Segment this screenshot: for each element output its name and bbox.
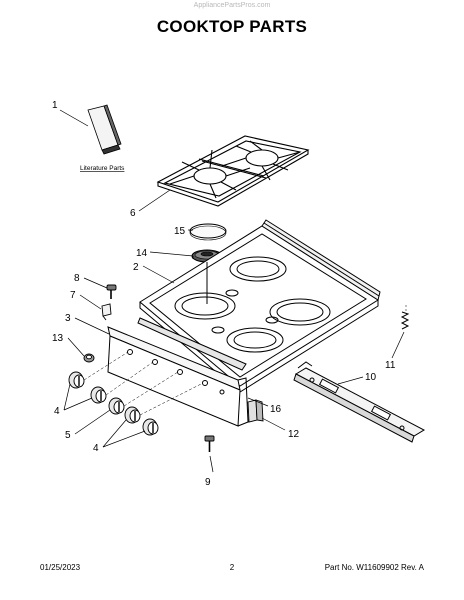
support-rail (293, 361, 426, 443)
watermark: AppliancePartsPros.com (193, 2, 271, 9)
spring-icon (400, 311, 410, 330)
control-knobs (68, 371, 159, 436)
control-panel (107, 317, 249, 427)
callout-5: 5 (65, 430, 71, 441)
literature-booklet (87, 104, 122, 155)
clip-icon (101, 303, 112, 321)
page-title: COOKTOP PARTS (156, 17, 308, 36)
footer-page-number: 2 (229, 563, 235, 572)
knob-2-icon (90, 386, 107, 404)
callout-1: 1 (52, 100, 58, 111)
callout-9: 9 (205, 477, 211, 488)
knob-5-icon (142, 418, 159, 436)
knob-4-icon (124, 406, 141, 424)
footer-part-number: Part No. W11609902 Rev. A (324, 563, 424, 572)
spring-clip-icon (83, 353, 95, 363)
callout-7: 7 (70, 290, 76, 301)
knob-3-icon (108, 397, 125, 415)
callout-14: 14 (136, 248, 148, 259)
footer-date: 01/25/2023 (40, 563, 81, 572)
callout-10: 10 (365, 372, 377, 383)
callout-13: 13 (52, 333, 64, 344)
callout-16: 16 (270, 404, 282, 415)
cooktop-grate (156, 135, 310, 207)
callout-4-upper: 4 (54, 406, 60, 417)
callout-8: 8 (74, 273, 80, 284)
knob-1-icon (68, 371, 85, 389)
callout-12: 12 (288, 429, 300, 440)
callout-2: 2 (133, 262, 139, 273)
bracket-icon (247, 399, 264, 423)
burner-cap (189, 223, 227, 239)
screw-icon (106, 284, 117, 299)
bolt-icon (204, 435, 215, 452)
callout-6: 6 (130, 208, 136, 219)
callout-11: 11 (385, 360, 396, 371)
callout-15: 15 (174, 226, 186, 237)
literature-parts-label: Literature Parts (80, 165, 125, 172)
hardware-parts (83, 284, 410, 452)
callout-4-lower: 4 (93, 443, 99, 454)
leader-lines (59, 109, 405, 473)
callout-3: 3 (65, 313, 71, 324)
